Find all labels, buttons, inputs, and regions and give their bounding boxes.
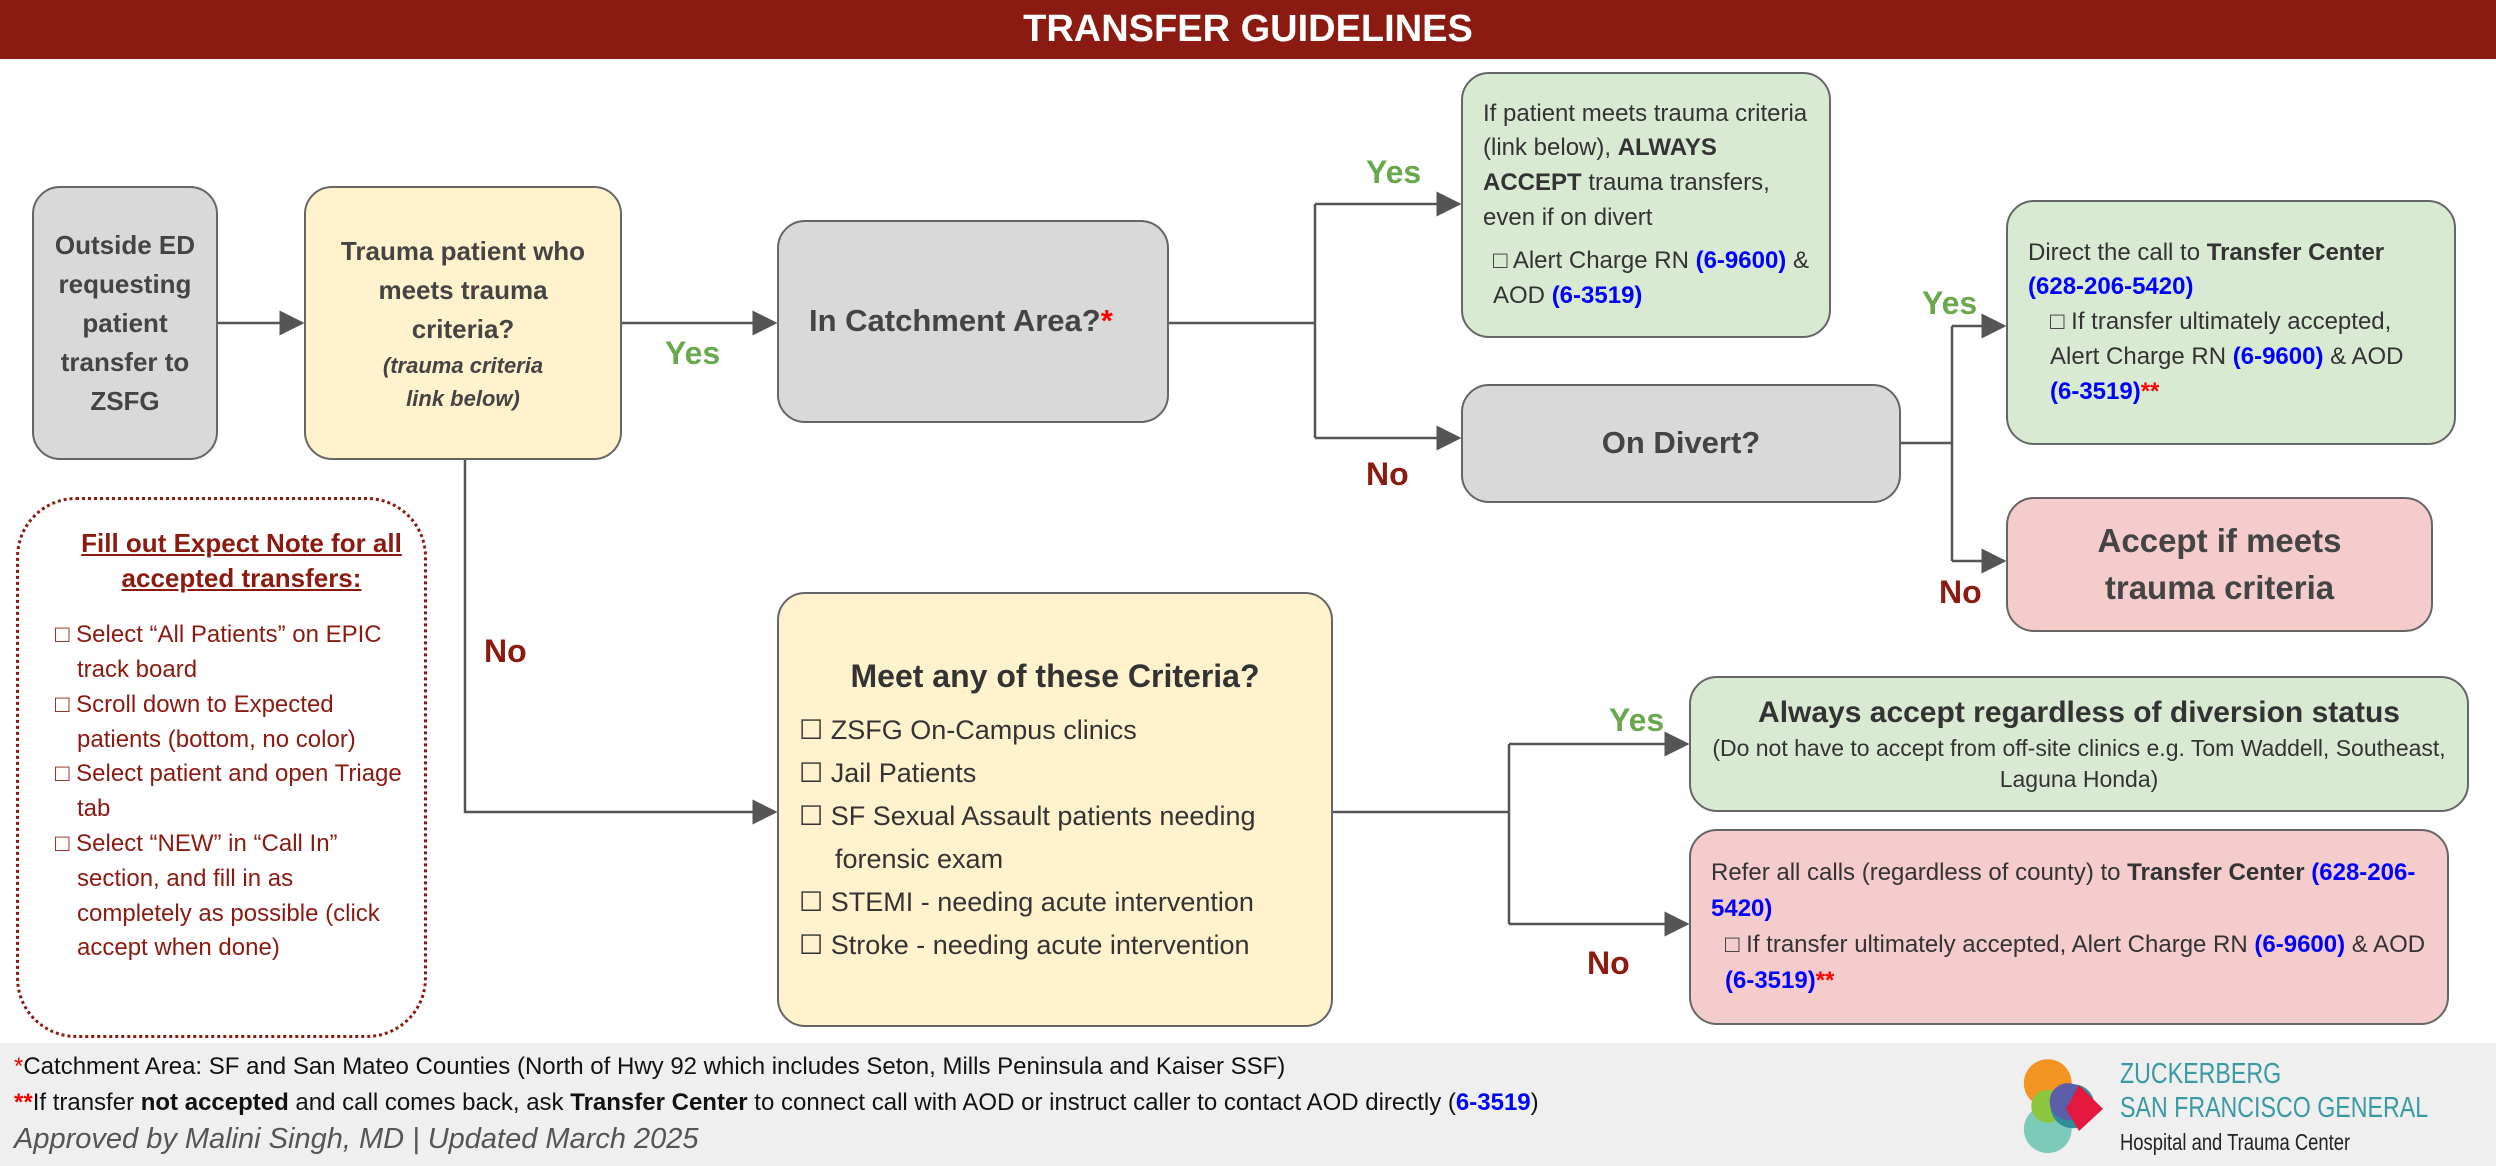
criteria-box: Meet any of these Criteria? ☐ ZSFG On-Ca… [777, 592, 1333, 1027]
expect-note-item: □ Scroll down to Expected patients (bott… [55, 690, 356, 753]
aod-phone[interactable]: 6-3519 [1455, 1089, 1531, 1116]
yes-label: Yes [1922, 285, 1978, 321]
logo-line-2: SAN FRANCISCO GENERAL [2120, 1092, 2429, 1124]
alert-text: □ If transfer ultimately accepted, Alert… [1725, 931, 2255, 958]
always-accept-note: (Do not have to accept from off-site cli… [1712, 735, 2446, 793]
approval-text: Approved by Malini Singh, MD | Updated M… [14, 1123, 699, 1155]
outside-ed-text: Outside ED requesting patient transfer t… [54, 229, 196, 416]
refer-text: Refer all calls (regardless of county) t… [1711, 859, 2128, 886]
footnote-text: to connect call with AOD or instruct cal… [747, 1089, 1456, 1116]
outside-ed-box: Outside ED requesting patient transfer t… [32, 186, 218, 460]
trauma-accept-text: If patient meets trauma criteria (link b… [1483, 99, 1808, 162]
catchment-footnote: Catchment Area: SF and San Mateo Countie… [23, 1053, 1286, 1080]
trauma-question-box: Trauma patient who meets trauma criteria… [304, 186, 622, 460]
on-divert-text: On Divert? [1601, 425, 1761, 461]
aod-text: & AOD [1493, 246, 1809, 309]
catchment-box: In Catchment Area?* [777, 220, 1169, 423]
aod-phone[interactable]: (6-3519) [2050, 377, 2141, 405]
trauma-accept-box: If patient meets trauma criteria (link b… [1461, 72, 1831, 338]
always-accept-text: ALWAYS ACCEPT [1483, 134, 1717, 197]
direct-call-box: Direct the call to Transfer Center (628-… [2006, 200, 2456, 445]
criteria-item: ☐ ZSFG On-Campus clinics [799, 714, 1137, 745]
catchment-asterisk: * [1100, 303, 1113, 339]
charge-rn-phone[interactable]: (6-9600) [2232, 342, 2324, 370]
no-label: No [1587, 945, 1630, 981]
always-accept-title: Always accept regardless of diversion st… [1758, 695, 2400, 729]
accept-trauma-text: Accept if meets trauma criteria [2097, 522, 2342, 606]
aod-text: & AOD [2345, 931, 2426, 958]
direct-call-text: Direct the call to [2028, 238, 2207, 266]
expect-note-box: Fill out Expect Note for all accepted tr… [16, 497, 427, 1038]
yes-label: Yes [1366, 154, 1422, 190]
aod-phone[interactable]: (6-3519) [1551, 281, 1643, 309]
footnote-mark: ** [1815, 967, 1835, 994]
accept-trauma-box: Accept if meets trauma criteria [2006, 497, 2433, 632]
criteria-item: ☐ Stroke - needing acute intervention [799, 930, 1250, 961]
yes-label: Yes [665, 335, 721, 371]
connector-arrow [1901, 326, 2004, 561]
no-label: No [1939, 574, 1982, 610]
footnote-text: ) [1530, 1089, 1539, 1116]
footnote-mark: ** [14, 1089, 33, 1116]
no-label: No [484, 633, 527, 669]
aod-phone[interactable]: (6-3519) [1725, 967, 1816, 994]
expect-note-item: □ Select “All Patients” on EPIC track bo… [55, 621, 382, 683]
criteria-item: ☐ STEMI - needing acute intervention [799, 887, 1254, 918]
footnote-bold: Transfer Center [570, 1089, 748, 1116]
transfer-center-text: Transfer Center [2206, 238, 2385, 266]
transfer-center-phone[interactable]: (628-206-5420) [2028, 273, 2194, 301]
trauma-question-subtitle: (trauma criteria link below) [382, 352, 544, 411]
trauma-accept-text-2: trauma transfers, even if on divert [1483, 169, 1770, 231]
trauma-question-title: Trauma patient who meets trauma criteria… [340, 235, 586, 344]
expect-note-title: Fill out Expect Note for all accepted tr… [81, 528, 402, 594]
expect-note-item: □ Select patient and open Triage tab [55, 760, 402, 823]
charge-rn-phone[interactable]: (6-9600) [1695, 246, 1787, 274]
heart-logo-icon [2023, 1059, 2103, 1154]
footnote-bold: not accepted [140, 1089, 289, 1116]
criteria-item: ☐ SF Sexual Assault patients needing for… [799, 800, 1256, 875]
no-label: No [1366, 456, 1409, 492]
expect-note-item: □ Select “NEW” in “Call In” section, and… [55, 829, 380, 962]
footnote-mark: * [14, 1053, 24, 1080]
connector-arrow [463, 460, 778, 825]
yes-label: Yes [1609, 702, 1665, 738]
logo-line-1: ZUCKERBERG [2120, 1058, 2282, 1090]
always-accept-box: Always accept regardless of diversion st… [1689, 676, 2469, 812]
criteria-title: Meet any of these Criteria? [850, 658, 1260, 695]
transfer-center-phone[interactable]: (628-206-5420) [1711, 859, 2416, 922]
footnote-text: If transfer [32, 1089, 141, 1116]
charge-rn-phone[interactable]: (6-9600) [2254, 931, 2346, 958]
alert-text: □ If transfer ultimately accepted, Alert… [2050, 308, 2392, 370]
page-title: TRANSFER GUIDELINES [0, 0, 2496, 59]
aod-text: & AOD [2323, 342, 2404, 370]
refer-box: Refer all calls (regardless of county) t… [1689, 829, 2449, 1025]
transfer-center-text: Transfer Center [2127, 859, 2305, 886]
criteria-item: ☐ Jail Patients [799, 757, 977, 788]
alert-text: □ Alert Charge RN [1493, 246, 1696, 274]
connector-arrow [1169, 204, 1459, 438]
connector-arrow [1333, 744, 1687, 924]
catchment-text: In Catchment Area? [809, 303, 1101, 339]
on-divert-box: On Divert? [1461, 384, 1901, 503]
footnote-mark: ** [2140, 377, 2160, 405]
footnote-text: and call comes back, ask [288, 1089, 571, 1116]
logo-line-3: Hospital and Trauma Center [2120, 1129, 2351, 1155]
